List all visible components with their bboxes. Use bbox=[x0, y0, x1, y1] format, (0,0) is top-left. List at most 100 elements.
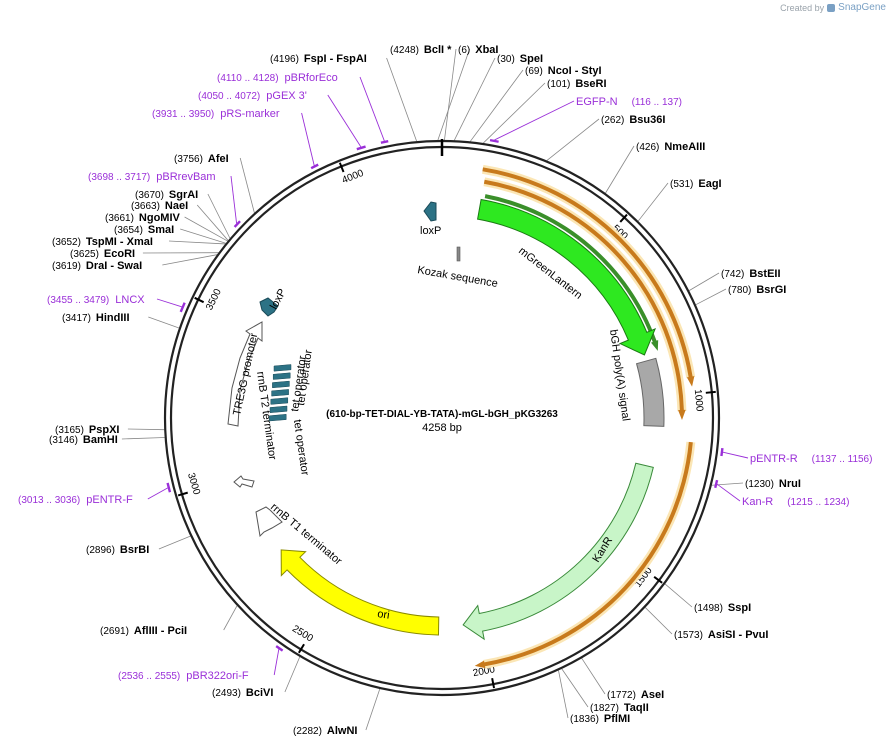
site-leader-line bbox=[223, 605, 238, 631]
site-leader-line bbox=[645, 607, 673, 635]
site-bsrbi[interactable]: (2896)BsrBI bbox=[86, 544, 149, 556]
site-fspi[interactable]: (4196)FspI - FspAI bbox=[270, 53, 367, 65]
site-position: (3661) bbox=[105, 213, 134, 224]
tick-mark bbox=[619, 213, 628, 223]
site-ngomiv[interactable]: (3661)NgoMIV bbox=[105, 212, 181, 224]
site-sgrai[interactable]: (3670)SgrAI bbox=[135, 189, 198, 201]
primer-marks bbox=[166, 138, 724, 652]
site-name: BseRI bbox=[575, 78, 606, 90]
tet-operator-label: tet operator bbox=[291, 419, 311, 477]
rrnb-t2-arrow bbox=[233, 475, 255, 488]
primer-leader-line bbox=[327, 94, 362, 148]
loxp-inner-label: loxP bbox=[268, 287, 289, 312]
primer-mark bbox=[166, 482, 172, 493]
site-ecori[interactable]: (3625)EcoRI bbox=[70, 248, 135, 260]
site-naei[interactable]: (3663)NaeI bbox=[131, 200, 188, 212]
tick-mark bbox=[298, 643, 305, 654]
site-position: (3652) bbox=[52, 237, 81, 248]
primer-pentr-r[interactable]: pENTR-R(1137 .. 1156) bbox=[750, 453, 872, 465]
primer-pbrrevbam[interactable]: (3698 .. 3717)pBRrevBam bbox=[88, 171, 216, 183]
site-position: (1836) bbox=[570, 714, 599, 725]
primer-pbrforeco[interactable]: (4110 .. 4128)pBRforEco bbox=[217, 72, 338, 84]
site-name: AlwNI bbox=[327, 725, 358, 737]
primer-lncx[interactable]: (3455 .. 3479)LNCX bbox=[47, 294, 145, 306]
site-position: (1827) bbox=[590, 703, 619, 714]
site-bamhi[interactable]: (3146)BamHI bbox=[49, 434, 118, 446]
site-leader-line bbox=[239, 157, 255, 213]
site-eagi[interactable]: (531)EagI bbox=[670, 178, 722, 190]
site-bcivi[interactable]: (2493)BciVI bbox=[212, 687, 273, 699]
site-position: (1772) bbox=[607, 690, 636, 701]
primer-position: (3698 .. 3717) bbox=[88, 172, 150, 183]
tick-mark bbox=[653, 576, 663, 584]
site-bcli[interactable]: (4248)BclI * bbox=[390, 44, 452, 56]
site-tspmi[interactable]: (3652) TspMI - XmaI bbox=[52, 236, 153, 248]
site-alwni[interactable]: (2282)AlwNI bbox=[293, 725, 357, 737]
mgreenlantern-arrow bbox=[477, 198, 657, 356]
site-bseri[interactable]: (101)BseRI bbox=[547, 78, 607, 90]
site-name-extra: - SwaI bbox=[107, 260, 142, 272]
site-xbai[interactable]: (6)XbaI bbox=[458, 44, 498, 56]
site-taqii[interactable]: (1827) TaqII bbox=[590, 702, 649, 714]
site-name: AflIII bbox=[134, 625, 158, 637]
site-name-extra: - XmaI bbox=[117, 236, 153, 248]
primer-prs-marker[interactable]: (3931 .. 3950)pRS-marker bbox=[152, 108, 280, 120]
primer-mark bbox=[310, 163, 319, 170]
primer-name: EGFP-N bbox=[576, 96, 618, 108]
site-name: TaqII bbox=[624, 702, 649, 714]
primer-pbr322ori-f[interactable]: (2536 .. 2555) pBR322ori-F bbox=[118, 670, 249, 682]
site-leader-line bbox=[365, 688, 381, 731]
tick-mark bbox=[491, 678, 496, 689]
primer-kan-r[interactable]: Kan-R(1215 .. 1234) bbox=[742, 496, 849, 508]
primer-name: Kan-R bbox=[742, 496, 773, 508]
site-name: SpeI bbox=[520, 53, 543, 65]
site-afei[interactable]: (3756)AfeI bbox=[174, 153, 229, 165]
site-spei[interactable]: (30)SpeI bbox=[497, 53, 543, 65]
site-pspxi[interactable]: (3165)PspXI bbox=[55, 424, 119, 436]
site-leader-line bbox=[581, 658, 606, 695]
site-leader-line bbox=[162, 254, 218, 266]
primer-leader-line bbox=[722, 451, 749, 459]
site-hindiii[interactable]: (3417)HindIII bbox=[62, 312, 130, 324]
site-name: TspMI bbox=[86, 236, 117, 248]
primer-mark bbox=[380, 139, 389, 144]
site-bsu36i[interactable]: (262)Bsu36I bbox=[601, 114, 665, 126]
site-name-extra: - PvuI bbox=[735, 629, 768, 641]
primer-pentr-f[interactable]: (3013 .. 3036)pENTR-F bbox=[18, 494, 133, 506]
site-asisi[interactable]: (1573)AsiSI - PvuI bbox=[674, 629, 768, 641]
primer-pgex-3[interactable]: (4050 .. 4072)pGEX 3' bbox=[198, 90, 307, 102]
primer-mark bbox=[489, 138, 499, 143]
primer-position: (4050 .. 4072) bbox=[198, 91, 260, 102]
site-sspi[interactable]: (1498)SspI bbox=[694, 602, 751, 614]
primer-name: pRS-marker bbox=[220, 108, 280, 120]
site-ncoi[interactable]: (69)NcoI - StyI bbox=[525, 65, 602, 77]
site-leader-line bbox=[546, 118, 600, 161]
site-name: BsrBI bbox=[120, 544, 149, 556]
site-name: BstEII bbox=[749, 268, 780, 280]
primer-position: (2536 .. 2555) bbox=[118, 671, 180, 682]
site-name: NcoI bbox=[548, 65, 572, 77]
kozak-mark bbox=[456, 246, 461, 262]
site-pflmi[interactable]: (1836)PflMI bbox=[570, 713, 630, 725]
site-nmeaiii[interactable]: (426)NmeAIII bbox=[636, 141, 705, 153]
site-bsrgi[interactable]: (780)BsrGI bbox=[728, 284, 786, 296]
primer-name: pENTR-F bbox=[86, 494, 133, 506]
site-drai[interactable]: (3619)DraI - SwaI bbox=[52, 260, 142, 272]
credit-brand: SnapGene bbox=[838, 2, 886, 13]
site-leader-line bbox=[664, 583, 693, 608]
site-asei[interactable]: (1772)AseI bbox=[607, 689, 664, 701]
site-leader-line bbox=[688, 272, 720, 291]
site-leader-line bbox=[469, 69, 524, 142]
site-bsteii[interactable]: (742)BstEII bbox=[721, 268, 781, 280]
primer-egfp-n[interactable]: EGFP-N(116 .. 137) bbox=[576, 96, 682, 108]
site-nrui[interactable]: (1230)NruI bbox=[745, 478, 801, 490]
primer-leader-line bbox=[156, 298, 182, 308]
tick-mark bbox=[177, 491, 189, 497]
primer-name: pBR322ori-F bbox=[186, 670, 249, 682]
primer-mark bbox=[275, 645, 284, 652]
site-afliii[interactable]: (2691)AflIII - PciI bbox=[100, 625, 187, 637]
site-smai[interactable]: (3654)SmaI bbox=[114, 224, 174, 236]
site-name: NruI bbox=[779, 478, 801, 490]
site-name: HindIII bbox=[96, 312, 130, 324]
site-position: (3146) bbox=[49, 435, 78, 446]
